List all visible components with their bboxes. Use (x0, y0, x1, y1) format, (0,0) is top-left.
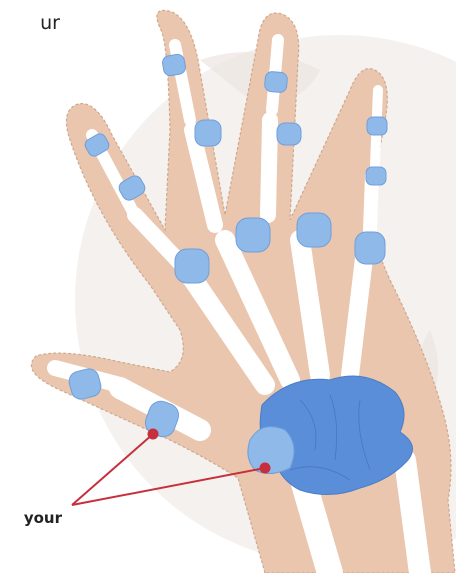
label-bottom-fragment: your (0, 511, 62, 526)
carpal-highlight (248, 427, 294, 474)
label-top-fragment: ur (0, 14, 60, 33)
